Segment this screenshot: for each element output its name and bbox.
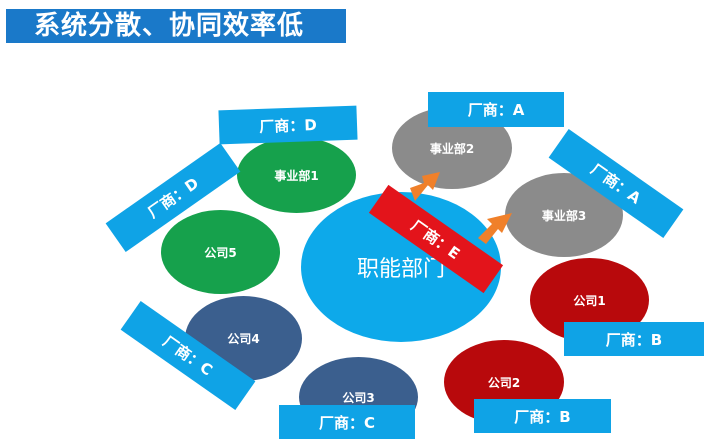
node-company-5: 公司5 <box>161 210 280 294</box>
vendor-tag-b-lower: 厂商：B <box>474 399 611 433</box>
vendor-tag-c-bottom: 厂商：C <box>279 405 415 439</box>
vendor-tag-a-top: 厂商：A <box>428 92 564 127</box>
vendor-tag-b-upper: 厂商：B <box>564 322 704 356</box>
page-title: 系统分散、协同效率低 <box>6 9 346 43</box>
node-business-unit-1: 事业部1 <box>237 137 356 213</box>
vendor-tag-d-top: 厂商：D <box>218 105 358 145</box>
